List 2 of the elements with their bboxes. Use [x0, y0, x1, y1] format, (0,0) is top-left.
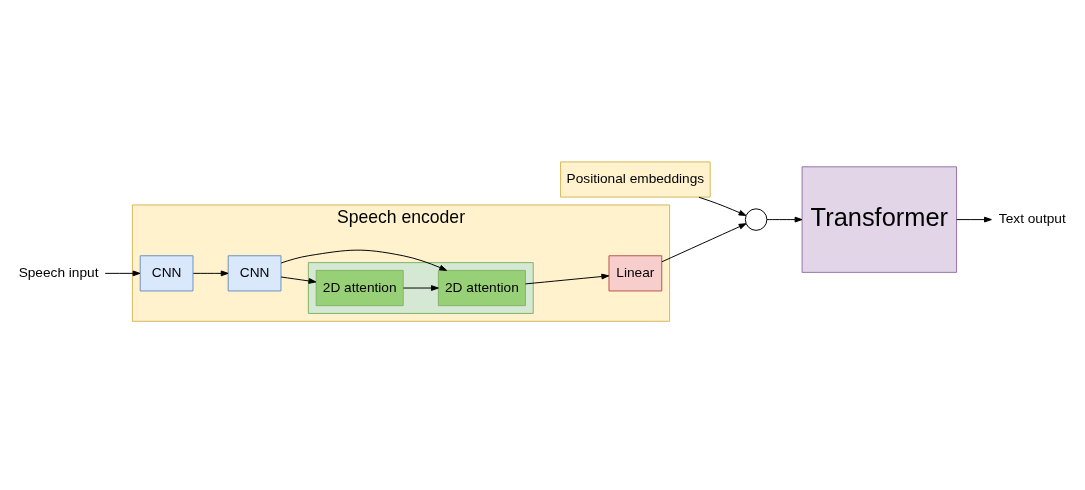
- node-text: Text output: [998, 210, 1066, 226]
- node-text: Speech input: [18, 264, 99, 280]
